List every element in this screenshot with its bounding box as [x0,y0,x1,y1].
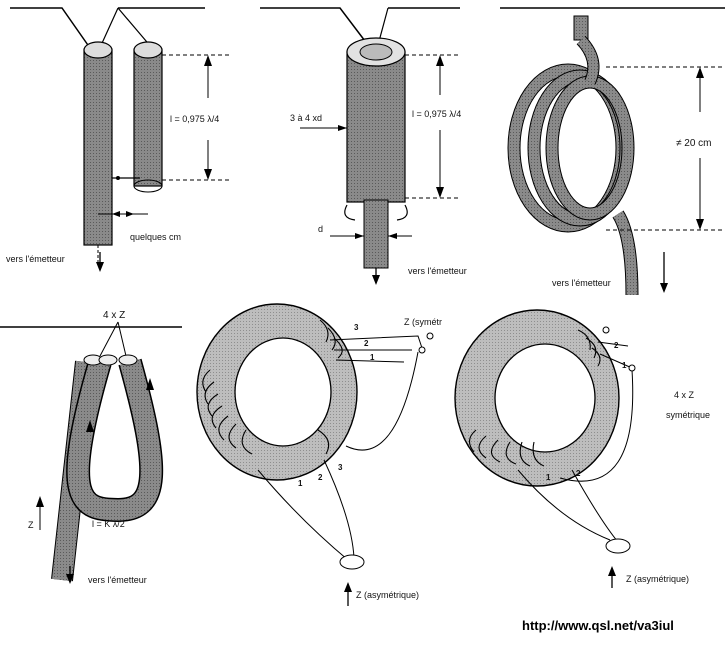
panel-6-toroid-4to1: 2 1 1 2 4 x Z symétrique Z (asymétrique) [454,309,710,588]
p5-winding-2-bottom: 2 [318,473,323,482]
panel-3-coiled-coax: ≠ 20 cm vers l'émetteur [500,7,725,296]
p2-spacing-label: 3 à 4 xd [290,113,322,123]
p5-winding-3-top: 3 [354,323,359,332]
p5-out-label: Z (symétr [404,317,442,327]
p4-feed-label: vers l'émetteur [88,575,147,585]
p6-winding-1-top: 1 [622,361,627,370]
p2-diameter-label: d [318,224,323,234]
p3-feed-label: vers l'émetteur [552,278,611,288]
source-url: http://www.qsl.net/va3iul [522,618,674,633]
p6-out-sub-label: symétrique [666,410,710,420]
p5-winding-2-top: 2 [364,339,369,348]
p5-winding-1-top: 1 [370,353,375,362]
p5-winding-3-bottom: 3 [338,463,343,472]
p2-length-label: l = 0,975 λ/4 [412,109,461,119]
p6-in-label: Z (asymétrique) [626,574,689,584]
p1-length-label: l = 0,975 λ/4 [170,114,219,124]
p4-length-label: l = K λ/2 [92,519,125,529]
p4-top-label: 4 x Z [103,310,125,321]
panel-1-sleeve-balun: l = 0,975 λ/4 quelques cm vers l'émetteu… [6,7,230,272]
p1-feed-label: vers l'émetteur [6,254,65,264]
p1-gap-label: quelques cm [130,232,181,242]
panel-2-coax-sleeve: l = 0,975 λ/4 3 à 4 xd d vers l'émetteur [260,7,467,285]
p6-winding-1-bottom: 1 [546,473,551,482]
p6-out-label: 4 x Z [674,390,695,400]
p4-z-label: Z [28,520,34,530]
panel-5-toroid-balun: 3 2 1 1 2 3 Z (symétr Z (asymétrique) [196,303,442,606]
p2-feed-label: vers l'émetteur [408,266,467,276]
p5-in-label: Z (asymétrique) [356,590,419,600]
panel-4-half-wave-loop: 4 x Z l = K λ/2 Z vers l'émetteur [0,310,182,585]
p3-size-label: ≠ 20 cm [676,138,712,149]
p5-winding-1-bottom: 1 [298,479,303,488]
p6-winding-2-top: 2 [614,341,619,350]
p6-winding-2-bottom: 2 [576,469,581,478]
